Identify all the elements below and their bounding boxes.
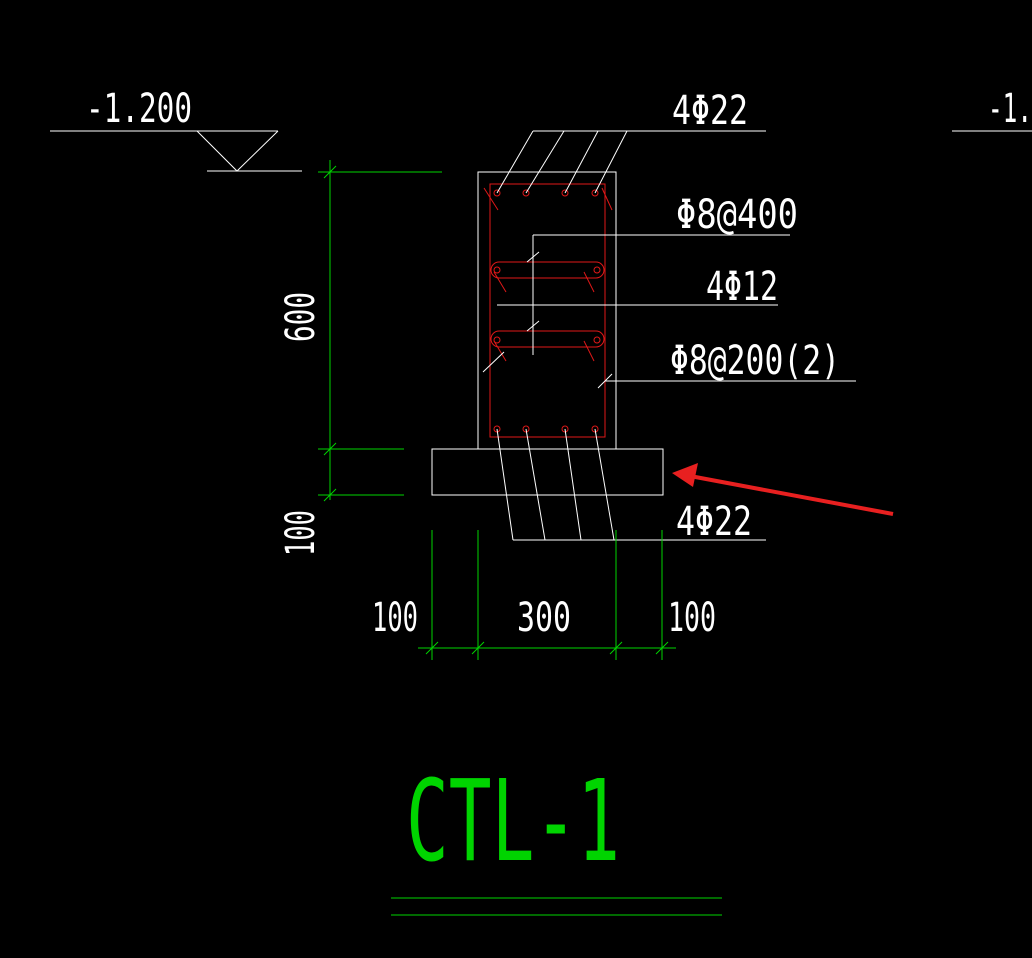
right-offset-label: 100	[668, 595, 716, 641]
dim-tick	[323, 488, 337, 502]
leader-tick	[597, 373, 613, 389]
beam-width-label: 300	[517, 595, 571, 641]
leader-tick	[526, 251, 540, 263]
elevation-right-label: -1.	[988, 86, 1032, 132]
dim-tick	[323, 442, 337, 456]
horizontal-dimension: 100 300 100	[372, 530, 716, 660]
top-bar	[591, 189, 599, 197]
leader-line	[594, 130, 628, 194]
top-bar	[561, 189, 569, 197]
dim-tick	[655, 641, 669, 655]
beam-outline	[477, 171, 617, 450]
elevation-mark-left: -1.200	[50, 86, 302, 172]
tie-bar-lower	[490, 330, 605, 348]
elevation-mark-right: -1.	[952, 86, 1032, 132]
beam-section	[431, 171, 664, 496]
leader-tick	[526, 320, 540, 332]
tie-hook	[583, 340, 595, 362]
stirrup-main-label: Φ8@200(2)	[670, 338, 840, 384]
top-bar	[522, 189, 530, 197]
stirrup-hook	[483, 187, 499, 211]
tie-hook	[583, 271, 595, 293]
leader-side-bars: 4Φ12	[482, 264, 778, 373]
tie-hook	[493, 271, 507, 293]
leader-line	[564, 130, 599, 194]
leader-line	[594, 428, 615, 541]
top-bars-label: 4Φ22	[672, 88, 748, 134]
vertical-dimension: 600 100	[278, 160, 442, 556]
left-offset-label: 100	[372, 595, 418, 641]
stirrup-top-label: Φ8@400	[676, 192, 798, 238]
arrow-shaft	[689, 474, 894, 516]
bottom-bar	[522, 425, 530, 433]
side-bar	[493, 336, 501, 344]
stirrup-hook	[601, 187, 613, 211]
beam-height-label: 600	[278, 292, 324, 342]
annotation-arrow	[672, 463, 894, 516]
dim-tick	[323, 165, 337, 179]
drawing-title: CTL-1	[406, 757, 620, 887]
arrow-head	[672, 463, 698, 487]
leader-line	[525, 130, 565, 194]
top-bar	[493, 189, 501, 197]
concrete-cushion	[431, 448, 664, 496]
leader-top-bars: 4Φ22	[496, 88, 766, 194]
leader-tick	[482, 351, 505, 373]
outer-stirrup	[489, 183, 606, 438]
elevation-left-label: -1.200	[86, 86, 192, 132]
bottom-bars-label: 4Φ22	[676, 499, 752, 545]
bottom-bar	[591, 425, 599, 433]
tie-bar-upper	[490, 261, 605, 279]
leader-line	[496, 428, 514, 541]
cushion-height-label: 100	[278, 510, 324, 556]
leader-line	[496, 130, 534, 194]
leader-stirrup-top: Φ8@400	[526, 192, 798, 355]
leader-stirrup-main: Φ8@200(2)	[597, 338, 856, 389]
leader-line	[525, 428, 546, 541]
side-bar	[593, 336, 601, 344]
side-bar	[493, 266, 501, 274]
dim-tick	[609, 641, 623, 655]
dim-tick	[471, 641, 485, 655]
leader-line	[564, 428, 582, 541]
side-bars-label: 4Φ12	[706, 264, 778, 310]
side-bar	[593, 266, 601, 274]
leader-bottom-bars: 4Φ22	[496, 428, 766, 545]
elevation-triangle	[196, 130, 279, 172]
dim-tick	[425, 641, 439, 655]
reinforcement	[483, 183, 613, 438]
drawing-title-block: CTL-1	[391, 757, 722, 916]
tie-hook	[493, 340, 507, 362]
